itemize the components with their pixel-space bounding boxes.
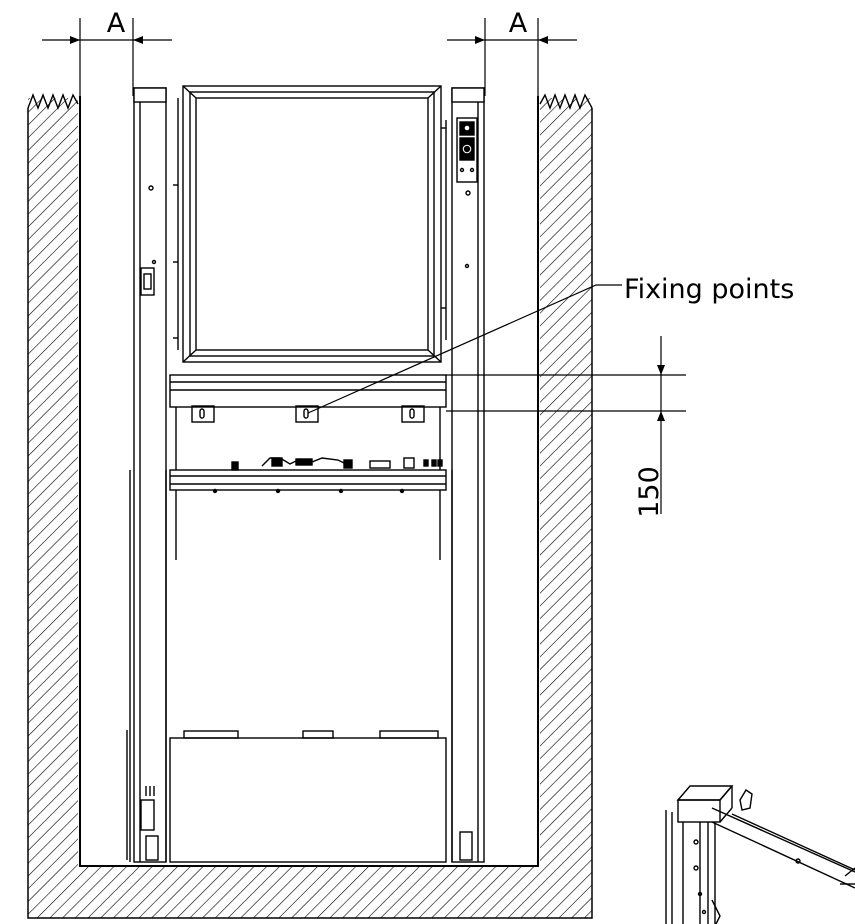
display-panel bbox=[173, 85, 447, 363]
wall-niche bbox=[27, 93, 593, 919]
mounting-rail bbox=[169, 374, 447, 470]
left-wall-break-line bbox=[27, 93, 79, 110]
dimension-150: 150 bbox=[446, 336, 686, 518]
left-column bbox=[126, 87, 167, 863]
right-wall-break-line bbox=[539, 93, 593, 110]
wall-outline bbox=[27, 108, 593, 919]
fixing-bracket-right bbox=[401, 405, 425, 423]
perspective-detail-view bbox=[665, 785, 855, 924]
spacing-dimension-label: 150 bbox=[634, 466, 665, 518]
left-column-socket bbox=[140, 799, 155, 831]
left-column-connector bbox=[140, 267, 155, 296]
gap-label-right: A bbox=[509, 8, 528, 39]
dimension-gap-left: A bbox=[42, 8, 172, 96]
electronics-shelf bbox=[169, 457, 447, 560]
niche-inner-outline bbox=[79, 96, 539, 867]
dimension-gap-right: A bbox=[447, 8, 577, 96]
fixing-points-label: Fixing points bbox=[624, 274, 794, 305]
power-outlet-block bbox=[456, 117, 478, 183]
bottom-wall-hatch bbox=[28, 866, 592, 918]
right-wall-hatch bbox=[540, 98, 592, 866]
cabinet-unit bbox=[126, 85, 485, 863]
fixing-bracket-center bbox=[295, 405, 319, 423]
gap-label-left: A bbox=[107, 8, 126, 39]
right-column bbox=[451, 87, 485, 863]
lower-cabinet bbox=[165, 470, 453, 863]
left-wall-hatch bbox=[28, 98, 78, 866]
fixing-bracket-left bbox=[191, 405, 215, 423]
fixing-points-callout: Fixing points bbox=[307, 274, 794, 414]
